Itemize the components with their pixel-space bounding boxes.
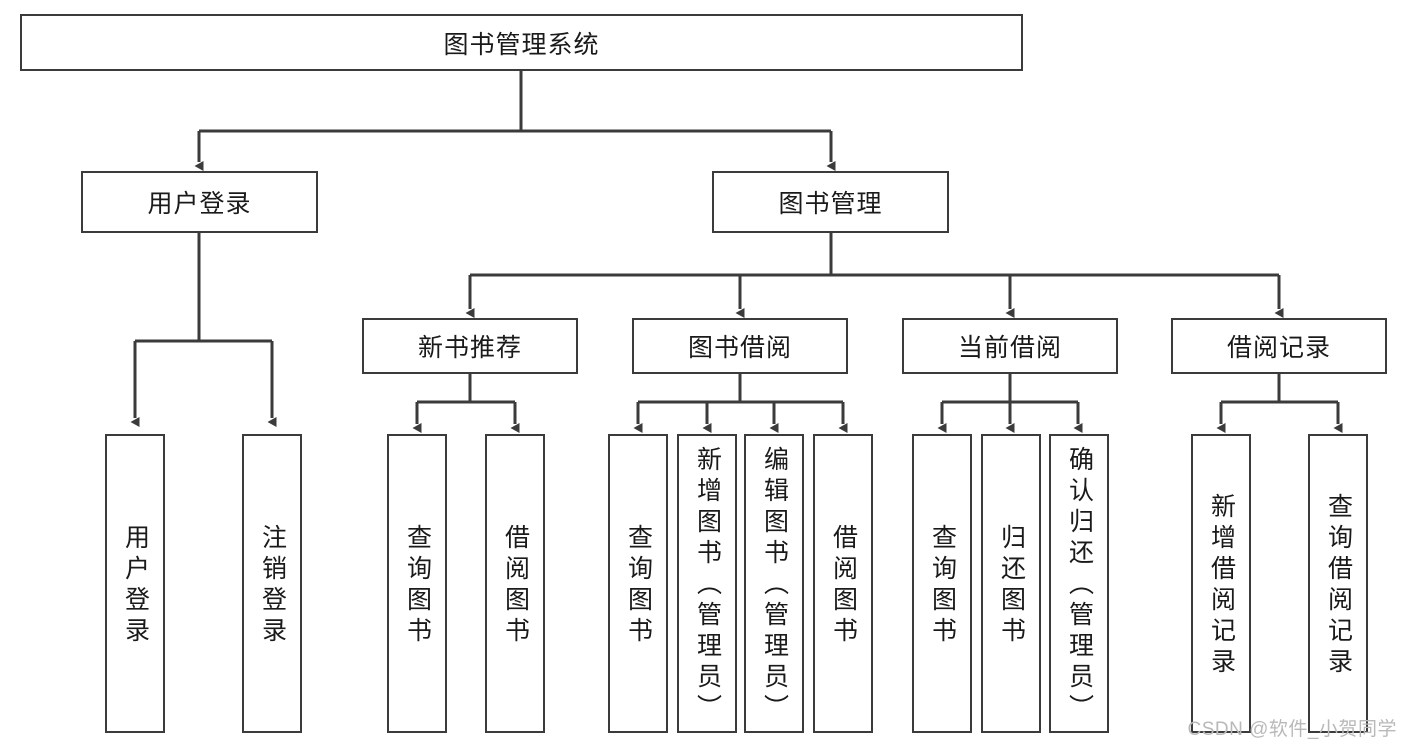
- node-label: 图书管理系统: [443, 30, 600, 59]
- node-leaf-logout[interactable]: 注销登录: [242, 434, 302, 733]
- node-leaf-confirm-return[interactable]: 确认归还（管理员）: [1049, 434, 1109, 733]
- node-label: 用户登录: [147, 190, 252, 218]
- node-label: 注销登录: [258, 523, 287, 648]
- node-label: 借阅记录: [1226, 334, 1331, 362]
- node-leaf-return-book[interactable]: 归还图书: [981, 434, 1041, 733]
- node-book-management[interactable]: 图书管理: [712, 171, 949, 233]
- node-label: 借阅图书: [829, 523, 858, 648]
- node-label: 查询图书: [403, 523, 432, 648]
- node-current-borrow[interactable]: 当前借阅: [902, 318, 1118, 374]
- node-leaf-borrow-book-1[interactable]: 借阅图书: [485, 434, 545, 733]
- node-label: 新增借阅记录: [1207, 492, 1236, 679]
- watermark: CSDN @软件_小贺同学: [1187, 719, 1397, 740]
- node-label: 确认归还（管理员）: [1065, 446, 1094, 725]
- node-label: 用户登录: [121, 523, 150, 648]
- node-label: 查询借阅记录: [1324, 492, 1353, 679]
- node-label: 归还图书: [997, 523, 1026, 648]
- node-leaf-user-login[interactable]: 用户登录: [105, 434, 165, 733]
- node-label: 编辑图书（管理员）: [760, 446, 789, 725]
- node-book-management-system[interactable]: 图书管理系统: [20, 14, 1023, 71]
- node-label: 图书借阅: [687, 334, 792, 362]
- node-label: 当前借阅: [957, 334, 1062, 362]
- node-leaf-borrow-book-2[interactable]: 借阅图书: [813, 434, 873, 733]
- node-new-book-recommend[interactable]: 新书推荐: [362, 318, 578, 374]
- node-label: 查询图书: [624, 523, 653, 648]
- node-leaf-add-book[interactable]: 新增图书（管理员）: [677, 434, 737, 733]
- node-user-login[interactable]: 用户登录: [81, 171, 318, 233]
- node-leaf-query-book-3[interactable]: 查询图书: [912, 434, 972, 733]
- node-book-borrow[interactable]: 图书借阅: [632, 318, 848, 374]
- node-leaf-query-record[interactable]: 查询借阅记录: [1308, 434, 1368, 733]
- node-borrow-record[interactable]: 借阅记录: [1171, 318, 1387, 374]
- node-label: 借阅图书: [501, 523, 530, 648]
- node-leaf-add-record[interactable]: 新增借阅记录: [1191, 434, 1251, 733]
- node-leaf-query-book-1[interactable]: 查询图书: [387, 434, 447, 733]
- node-leaf-query-book-2[interactable]: 查询图书: [608, 434, 668, 733]
- node-label: 新书推荐: [417, 334, 522, 362]
- node-label: 图书管理: [778, 190, 883, 218]
- node-label: 查询图书: [928, 523, 957, 648]
- node-leaf-edit-book[interactable]: 编辑图书（管理员）: [744, 434, 804, 733]
- node-label: 新增图书（管理员）: [693, 446, 722, 725]
